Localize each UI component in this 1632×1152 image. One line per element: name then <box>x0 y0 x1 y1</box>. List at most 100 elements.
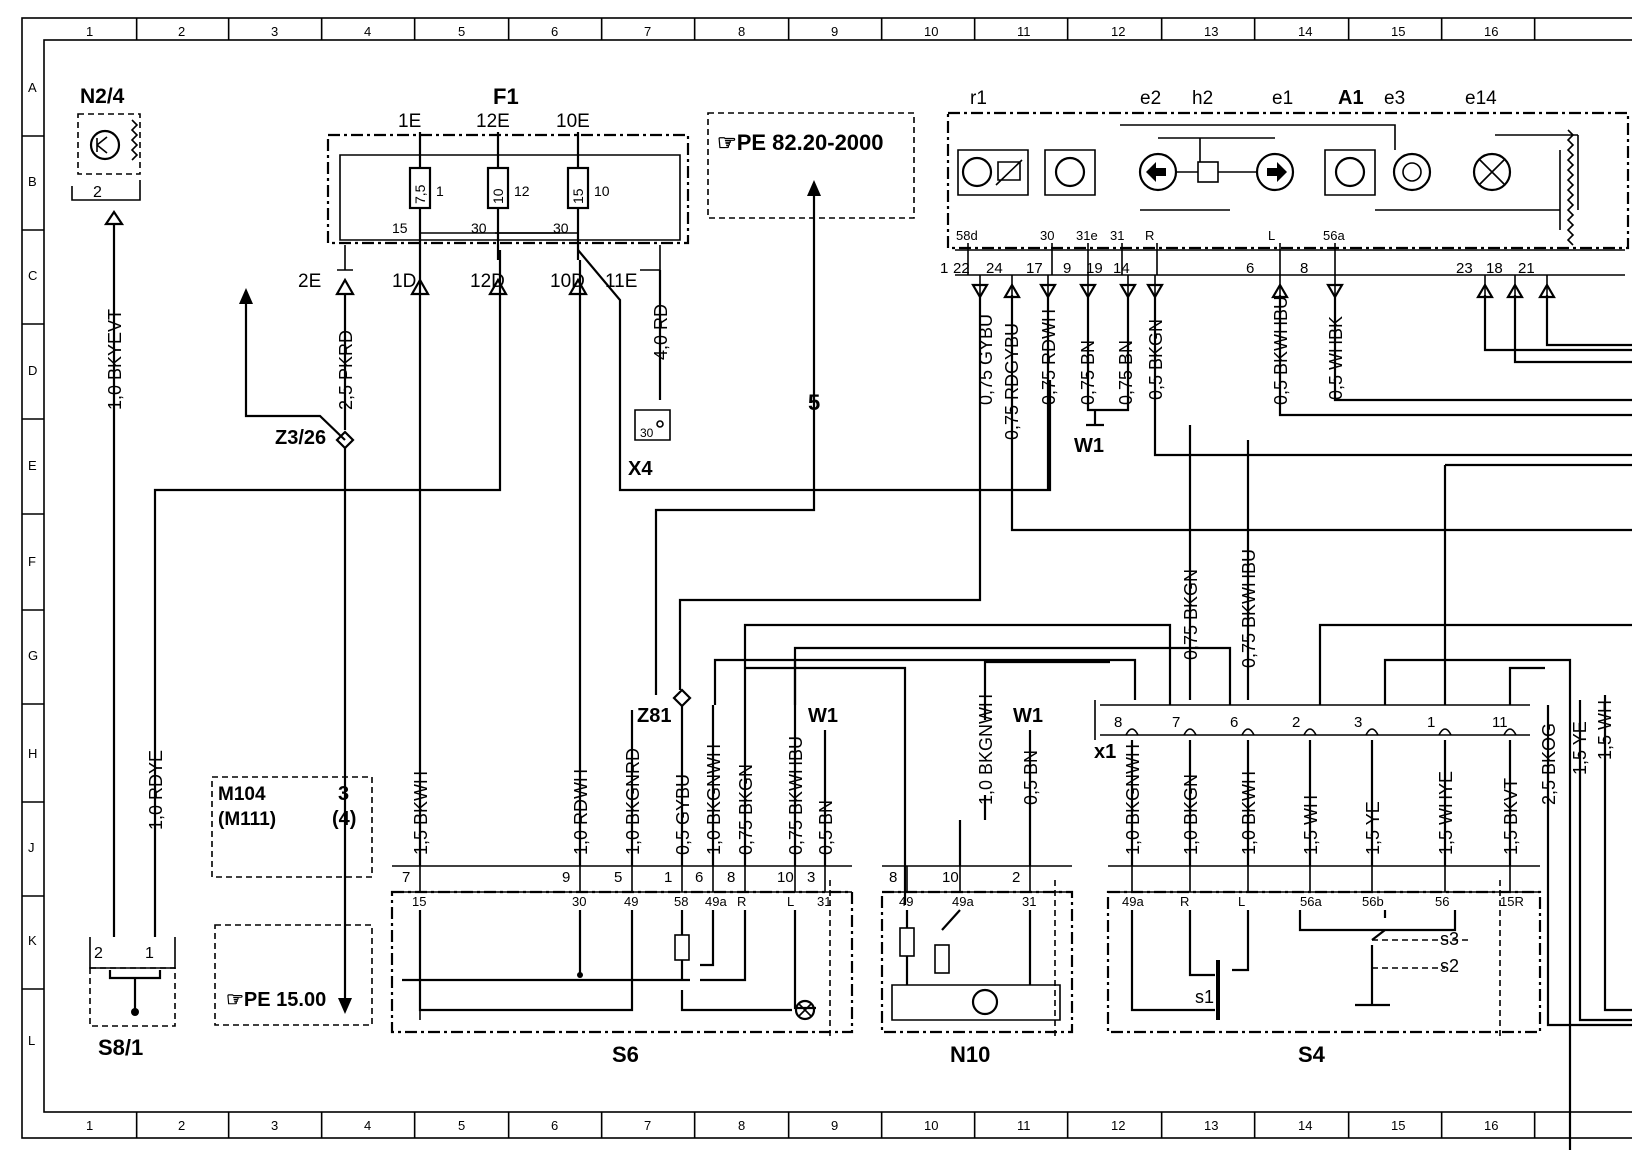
column-label: 9 <box>831 1118 838 1133</box>
s4-wire-bkgnwh: 1,0 BKGNWH <box>1123 744 1143 855</box>
s6-wire-bkgn: 0,75 BKGN <box>736 764 756 855</box>
column-label: 1 <box>86 24 93 39</box>
s4-pin: 56a <box>1300 894 1322 909</box>
cross-ref-5: 5 <box>808 390 820 415</box>
e14-label: e14 <box>1465 88 1497 109</box>
column-label: 7 <box>644 1118 651 1133</box>
fuse-term-30b: 30 <box>553 220 569 236</box>
wire-wh-r-label: 1,5 WH <box>1595 700 1615 760</box>
s4-s2-label: s2 <box>1440 956 1459 976</box>
s6-conn-pin: 10 <box>777 869 794 886</box>
fuse-value: 7,5 <box>412 184 428 204</box>
m104-label: M104 <box>218 784 266 805</box>
s6-wire-gybu: 0,5 GYBU <box>673 774 693 855</box>
n2-4-component: N2/4 2 <box>71 85 141 201</box>
column-label: 12 <box>1111 1118 1125 1133</box>
column-label: 12 <box>1111 24 1125 39</box>
a1-instrument-cluster: r1 e2 h2 e1 A1 e3 e14 <box>946 87 1630 250</box>
n2-4-connector <box>103 210 125 226</box>
row-label: C <box>28 268 37 283</box>
z81-splice <box>672 688 692 708</box>
a1-bottom-pin: 8 <box>1300 260 1308 277</box>
h2-buzzer-icon <box>1197 161 1219 183</box>
fuse-value: 15 <box>570 188 586 204</box>
wire-bn2-label: 0,75 BN <box>1116 340 1136 405</box>
e14-lamp-icon <box>1472 152 1512 192</box>
n10-relay-module: N10 <box>880 865 1074 1067</box>
wire-rd4-label: 4,0 RD <box>651 304 671 360</box>
column-label: 1 <box>86 1118 93 1133</box>
column-label: 7 <box>644 24 651 39</box>
column-label: 3 <box>271 24 278 39</box>
s6-conn-pin: 9 <box>562 869 570 886</box>
s4-wire-bkvt: 1,5 BKVT <box>1501 778 1521 855</box>
wire-bkwhbu-label: 0,5 BKWHBU <box>1271 296 1291 405</box>
x1-pin: 7 <box>1172 714 1180 731</box>
fuse-bottom-label: 1D <box>392 271 416 292</box>
e3-lamp-icon <box>1392 152 1432 192</box>
f1-label: F1 <box>493 84 519 109</box>
n10-conn-pin: 2 <box>1012 869 1020 886</box>
pe-ref-bottom-box <box>214 924 373 1026</box>
s6-conn-pin: 7 <box>402 869 410 886</box>
s4-combination-switch: s3 s2 s1 S4 <box>1106 865 1542 1067</box>
row-label: A <box>28 80 37 95</box>
s6-switch: S6 <box>390 865 854 1067</box>
s6-inner-pin: 15 <box>412 894 426 909</box>
z3-26-label: Z3/26 <box>275 427 326 449</box>
a1-bottom-pin: 14 <box>1113 260 1130 277</box>
column-label: 15 <box>1391 1118 1405 1133</box>
column-label: 8 <box>738 1118 745 1133</box>
s8-1-label: S8/1 <box>98 1035 143 1060</box>
wire-ye-r-label: 1,5 YE <box>1570 721 1590 775</box>
column-labels: 1122334455667788991010111112121313141415… <box>86 24 1498 1133</box>
s4-pin: 56 <box>1435 894 1449 909</box>
s4-s3-label: s3 <box>1440 929 1459 949</box>
column-label: 13 <box>1204 1118 1218 1133</box>
column-label: 5 <box>458 1118 465 1133</box>
pe-ref-bottom: ☞PE 15.00 <box>226 989 326 1011</box>
s4-pin: 15R <box>1500 894 1524 909</box>
s6-label: S6 <box>612 1042 639 1067</box>
x4-label: X4 <box>628 458 653 480</box>
s8-pin-1: 1 <box>145 945 154 962</box>
s6-wire-bkwhbu: 0,75 BKWHBU <box>786 736 806 855</box>
f1-11e-label: 11E <box>605 271 637 292</box>
s8-1-switch: 2 1 S8/1 <box>89 937 176 1060</box>
row-label: L <box>28 1033 35 1048</box>
m-pin2: (4) <box>332 808 356 830</box>
row-label: H <box>28 746 37 761</box>
fuse-bottom-label: 10D <box>550 271 585 292</box>
wire-pkrd-label: 2,5 PKRD <box>336 330 356 410</box>
fuse-term-30a: 30 <box>471 220 487 236</box>
s4-wire-bkwh: 1,0 BKWH <box>1239 771 1259 855</box>
column-label: 4 <box>364 24 371 39</box>
wire-bkog-label: 2,5 BKOG <box>1539 723 1559 805</box>
column-label: 9 <box>831 24 838 39</box>
s6-wire-rdwh: 1,0 RDWH <box>571 769 591 855</box>
s6-conn-pin: 3 <box>807 869 815 886</box>
s4-s1-label: s1 <box>1195 987 1214 1007</box>
s6-inner-pin: 49 <box>624 894 638 909</box>
a1-top-pin: 30 <box>1040 228 1054 243</box>
s6-conn-pin: 5 <box>614 869 622 886</box>
a1-top-pin: 31 <box>1110 228 1124 243</box>
fuse-top-label: 1E <box>398 111 421 132</box>
s4-wire-ye: 1,5 YE <box>1363 801 1383 855</box>
w1-top-label: W1 <box>1074 435 1104 457</box>
m104-box <box>211 776 373 878</box>
wire-bkgn-label: 0,5 BKGN <box>1146 319 1166 400</box>
column-label: 6 <box>551 1118 558 1133</box>
s4-wire-wh: 1,5 WH <box>1301 795 1321 855</box>
s6-inner-pin: 30 <box>572 894 586 909</box>
m-pin1: 3 <box>338 783 349 805</box>
s6-conn-pin: 1 <box>664 869 672 886</box>
n2-4-pin: 2 <box>93 184 102 201</box>
column-label: 14 <box>1298 24 1312 39</box>
fuse-top-label: 10E <box>556 111 590 132</box>
column-label: 6 <box>551 24 558 39</box>
x1-pin: 1 <box>1427 714 1435 731</box>
